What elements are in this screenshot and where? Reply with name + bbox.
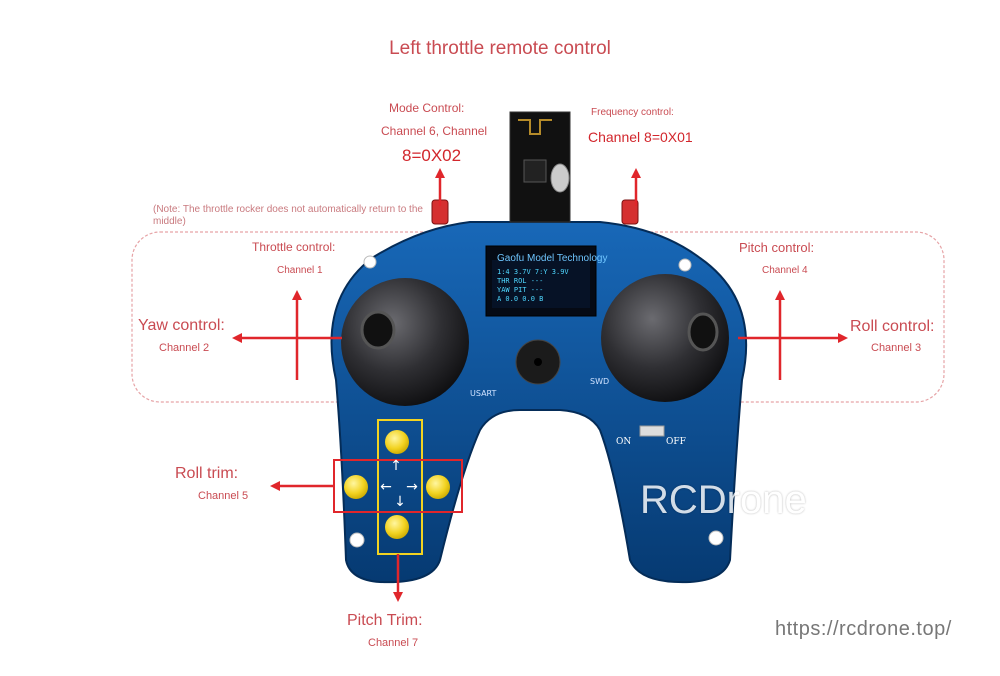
page-title: Left throttle remote control xyxy=(389,38,611,59)
on-label: ON xyxy=(616,437,631,447)
oled-line: YAW PIT --- xyxy=(497,286,544,294)
yaw-heading: Yaw control: xyxy=(138,317,225,334)
pitch-trim-heading: Pitch Trim: xyxy=(347,612,423,629)
mode-value: 8=0X02 xyxy=(402,146,462,165)
throttle-channel: Channel 1 xyxy=(277,265,323,276)
pitch-channel: Channel 4 xyxy=(762,265,808,276)
roll-trim-channel: Channel 5 xyxy=(198,490,249,502)
pitch-heading: Pitch control: xyxy=(739,240,815,255)
watermark: RCDrone xyxy=(640,478,807,522)
trim-right-button xyxy=(426,475,450,499)
trim-down-button xyxy=(385,515,409,539)
svg-text:↓: ↓ xyxy=(394,494,406,510)
dpad-outline xyxy=(377,419,423,555)
trim-left-button xyxy=(344,475,368,499)
frequency-button xyxy=(621,199,639,225)
mode-line2: Channel 6, Channel xyxy=(381,124,488,138)
roll-channel: Channel 3 xyxy=(871,342,922,354)
off-label: OFF xyxy=(666,437,686,447)
frequency-value: Channel 8=0X01 xyxy=(588,129,693,145)
yaw-channel: Channel 2 xyxy=(159,342,210,354)
right-joystick xyxy=(601,274,729,402)
svg-text:←: ← xyxy=(380,479,392,495)
trim-up-button xyxy=(385,430,409,454)
swd-label: SWD xyxy=(590,377,609,386)
oled-line: A 0.0 0.0 B xyxy=(497,295,544,303)
roll-heading: Roll control: xyxy=(850,318,935,335)
oled-line: THR ROL --- xyxy=(497,277,544,285)
mode-heading: Mode Control: xyxy=(389,101,465,115)
throttle-heading: Throttle control: xyxy=(252,240,336,254)
svg-text:↑: ↑ xyxy=(390,458,402,474)
frequency-heading: Frequency control: xyxy=(591,107,674,118)
brand-text: Gaofu Model Technology xyxy=(497,253,608,264)
power-switch xyxy=(639,425,665,437)
note-text: (Note: The throttle rocker does not auto… xyxy=(153,204,423,227)
usart-label: USART xyxy=(470,389,497,398)
oled-line: 1:4 3.7V 7:Y 3.9V xyxy=(497,268,569,276)
svg-text:→: → xyxy=(406,479,418,495)
pitch-trim-channel: Channel 7 xyxy=(368,637,419,649)
site-url: https://rcdrone.top/ xyxy=(775,618,952,640)
roll-trim-heading: Roll trim: xyxy=(175,465,239,482)
left-joystick xyxy=(341,278,469,406)
